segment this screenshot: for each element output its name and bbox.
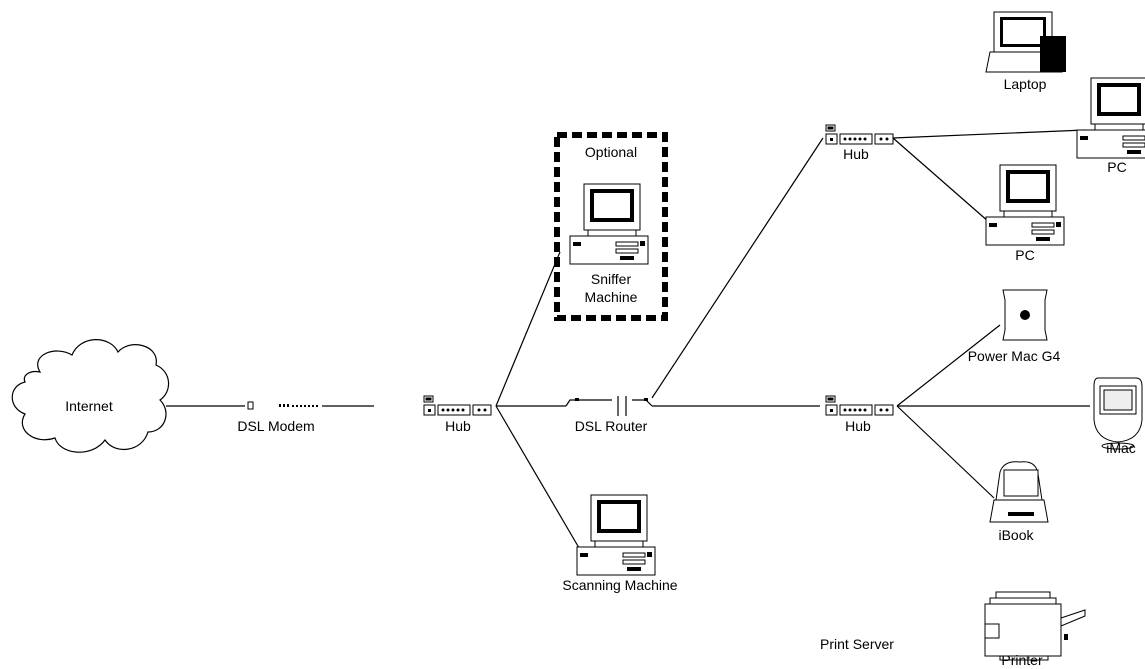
links xyxy=(166,129,1090,554)
optional-box xyxy=(554,132,668,321)
hub-main-label: Hub xyxy=(445,418,471,434)
pc-mid-icon xyxy=(985,164,1065,246)
printer-label: Printer xyxy=(1001,652,1043,668)
dsl-modem-label: DSL Modem xyxy=(237,418,315,434)
hub-bottom-label: Hub xyxy=(845,418,871,434)
dsl-router-label: DSL Router xyxy=(574,418,648,434)
hub-top-label: Hub xyxy=(843,146,869,162)
sniffer-label-line1: Sniffer xyxy=(590,271,632,287)
sniffer-pc-icon xyxy=(569,183,649,265)
optional-label: Optional xyxy=(584,144,638,160)
pc-right-label: PC xyxy=(1107,159,1127,175)
ibook-label: iBook xyxy=(998,527,1034,543)
dsl-modem-icon xyxy=(247,401,318,410)
laptop-icon xyxy=(985,11,1066,73)
cloud-icon xyxy=(11,339,170,453)
ibook-icon xyxy=(989,461,1049,523)
pc-mid-label: PC xyxy=(1015,247,1035,263)
internet-label: Internet xyxy=(65,398,113,414)
pc-right-icon xyxy=(1076,77,1145,159)
imac-icon xyxy=(1093,377,1143,450)
scanning-pc-icon xyxy=(576,494,656,576)
power-mac-g4-icon xyxy=(1002,289,1048,341)
scanning-machine-label: Scanning Machine xyxy=(562,577,678,593)
dsl-router-icon xyxy=(565,396,653,416)
hub-bottom-icon xyxy=(825,395,894,416)
power-mac-label: Power Mac G4 xyxy=(967,348,1061,364)
print-server-label: Print Server xyxy=(820,636,894,652)
laptop-label: Laptop xyxy=(1003,76,1047,92)
hub-main-icon xyxy=(423,395,492,416)
hub-top-icon xyxy=(825,124,894,145)
imac-label: iMac xyxy=(1106,440,1136,456)
printer-icon xyxy=(984,591,1086,661)
sniffer-label-line2: Machine xyxy=(584,289,638,305)
